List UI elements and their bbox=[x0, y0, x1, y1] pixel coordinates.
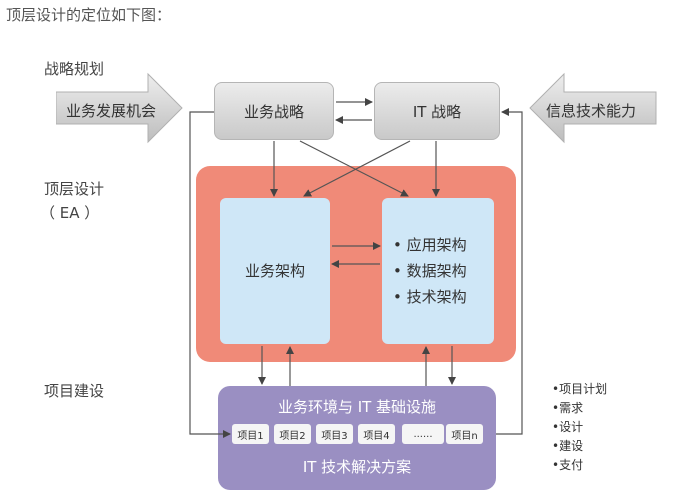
layer-label-project: 项目建设 bbox=[44, 382, 105, 400]
project-item: 项目4 bbox=[358, 424, 395, 444]
input-arrow-right bbox=[529, 72, 657, 144]
project-panel: 业务环境与 IT 基础设施 项目1 项目2 项目3 项目4 ...... 项目n… bbox=[218, 386, 496, 490]
business-architecture-box: 业务架构 bbox=[220, 198, 330, 344]
project-panel-footer: IT 技术解决方案 bbox=[302, 458, 412, 476]
step-item: •建设 bbox=[552, 439, 584, 453]
project-item: 项目n bbox=[446, 424, 483, 444]
layer-label-strategy: 战略规划 bbox=[44, 60, 105, 78]
step-item: •支付 bbox=[552, 458, 584, 472]
input-label-it-capability: 信息技术能力 bbox=[546, 102, 637, 120]
project-item-ellipsis: ...... bbox=[402, 424, 444, 444]
project-item: 项目1 bbox=[232, 424, 269, 444]
business-architecture-label: 业务架构 bbox=[244, 262, 305, 280]
project-item: 项目2 bbox=[274, 424, 311, 444]
technical-architecture-box bbox=[382, 198, 494, 344]
input-arrow-left bbox=[56, 72, 183, 144]
technical-architecture-list: • 应用架构 • 数据架构 • 技术架构 bbox=[393, 232, 467, 310]
step-item: •项目计划 bbox=[552, 382, 608, 396]
step-item: •设计 bbox=[552, 420, 584, 434]
project-item: 项目3 bbox=[316, 424, 353, 444]
arch-item-application: • 应用架构 bbox=[393, 236, 467, 254]
input-label-business-opportunity: 业务发展机会 bbox=[66, 102, 157, 120]
step-item: •需求 bbox=[552, 401, 584, 415]
business-strategy-box: 业务战略 bbox=[214, 82, 334, 140]
project-panel-title: 业务环境与 IT 基础设施 bbox=[277, 398, 437, 416]
arch-item-technology: • 技术架构 bbox=[393, 288, 467, 306]
project-steps-list: •项目计划 •需求 •设计 •建设 •支付 bbox=[552, 380, 607, 475]
page-title: 顶层设计的定位如下图： bbox=[6, 6, 172, 24]
layer-label-ea: （ EA ） bbox=[40, 204, 100, 222]
layer-label-top-design: 顶层设计 bbox=[44, 180, 105, 198]
it-strategy-box: IT 战略 bbox=[374, 82, 500, 140]
arch-item-data: • 数据架构 bbox=[393, 262, 467, 280]
